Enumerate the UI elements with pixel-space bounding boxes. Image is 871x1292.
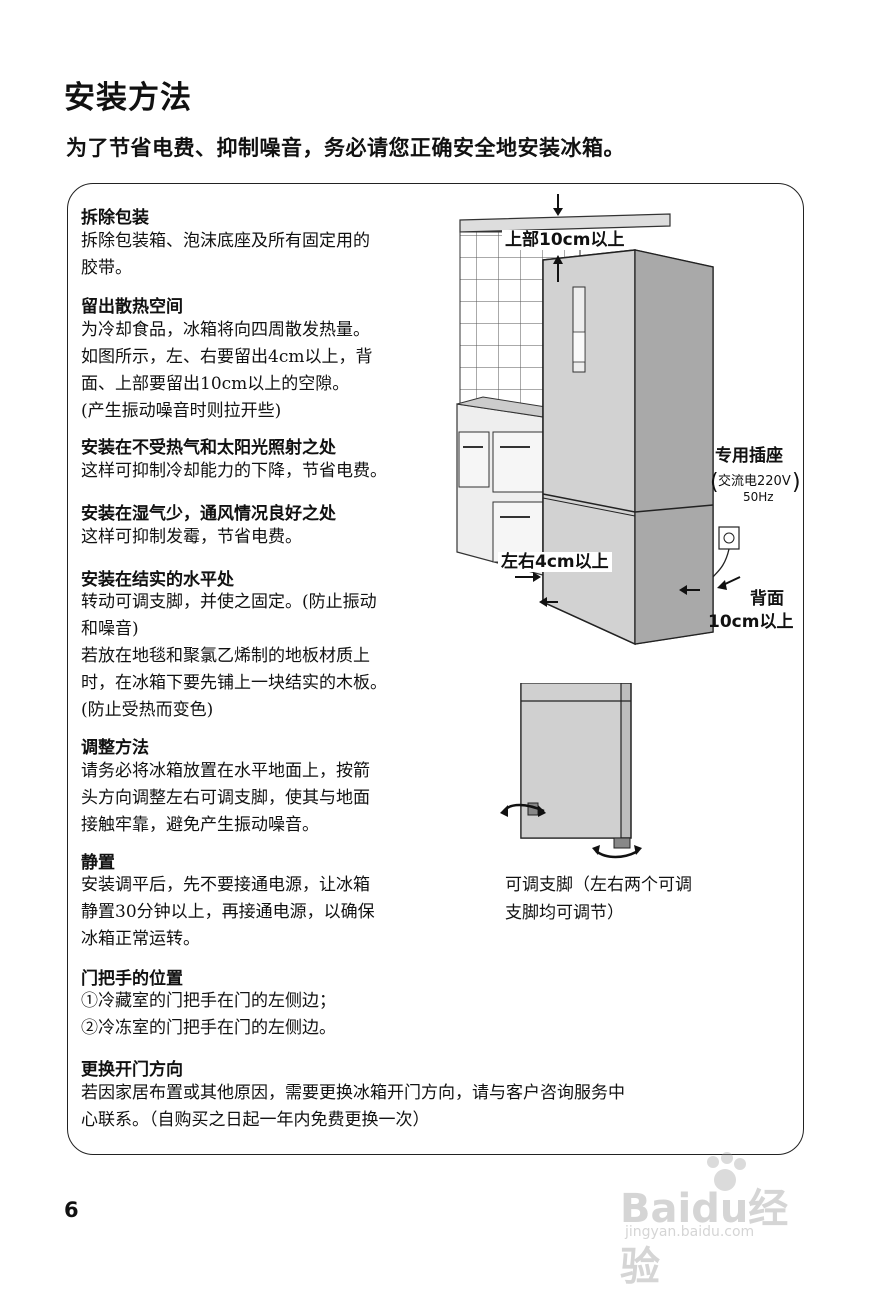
section-title-humidity: 安装在湿气少，通风情况良好之处 [81,504,336,524]
adjustable-feet-illustration [500,683,642,859]
section-body-adjust: 请务必将冰箱放置在水平地面上，按箭头方向调整左右可调支脚，使其与地面 接触牢靠，… [81,761,370,835]
fridge-installation-illustration [456,194,741,646]
section-title-unpack: 拆除包装 [81,208,149,228]
outlet-spec-1: 交流电220V [718,474,791,489]
outlet-label: 专用插座 [715,446,783,466]
section-body-heat: 这样可抑制冷却能力的下降，节省电费。 [81,461,387,481]
section-title-rest: 静置 [81,853,115,873]
outlet-paren-left: ( [710,470,719,495]
section-body-level: 转动可调支脚，并使之固定。(防止振动和噪音) 若放在地毯和聚氯乙烯制的地板材质上… [81,592,387,720]
section-body-handle: ①冷藏室的门把手在门的左侧边；②冷冻室的门把手在门的左侧边。 [81,991,336,1038]
section-title-handle: 门把手的位置 [81,969,183,989]
section-body-clearance: 为冷却食品，冰箱将向四周散发热量。如图所示，左、右要留出4cm以上，背 面、上部… [81,320,373,421]
section-title-level: 安装在结实的水平处 [81,570,234,590]
section-body-unpack: 拆除包装箱、泡沫底座及所有固定用的胶带。 [81,231,370,278]
section-title-adjust: 调整方法 [81,738,149,758]
page-number: 6 [64,1198,79,1222]
top-clearance-label: 上部10cm以上 [502,225,628,250]
page-subtitle: 为了节省电费、抑制噪音，务必请您正确安全地安装冰箱。 [66,136,625,160]
section-title-heat: 安装在不受热气和太阳光照射之处 [81,438,336,458]
back-clearance-label-1: 背面 [750,589,784,609]
baidu-paw-logo-icon [707,1152,746,1191]
section-body-door: 若因家居布置或其他原因，需要更换冰箱开门方向，请与客户咨询服务中心联系。（自购买… [81,1083,625,1130]
section-title-door: 更换开门方向 [81,1060,183,1080]
back-clearance-label-2: 10cm以上 [708,612,794,632]
outlet-spec-2: 50Hz [743,490,774,504]
baidu-watermark: Baidu经验 jingyan.baidu.com [615,1150,825,1290]
section-body-rest: 安装调平后，先不要接通电源，让冰箱静置30分钟以上，再接通电源，以确保 冰箱正常… [81,875,375,949]
section-title-clearance: 留出散热空间 [81,297,183,317]
outlet-paren-right: ) [792,470,801,495]
section-body-humidity: 这样可抑制发霉，节省电费。 [81,527,302,547]
content-box [67,183,804,1155]
side-clearance-label: 左右4cm以上 [498,547,612,572]
feet-caption: 可调支脚（左右两个可调 支脚均可调节） [505,875,692,923]
page-title: 安装方法 [64,80,192,116]
